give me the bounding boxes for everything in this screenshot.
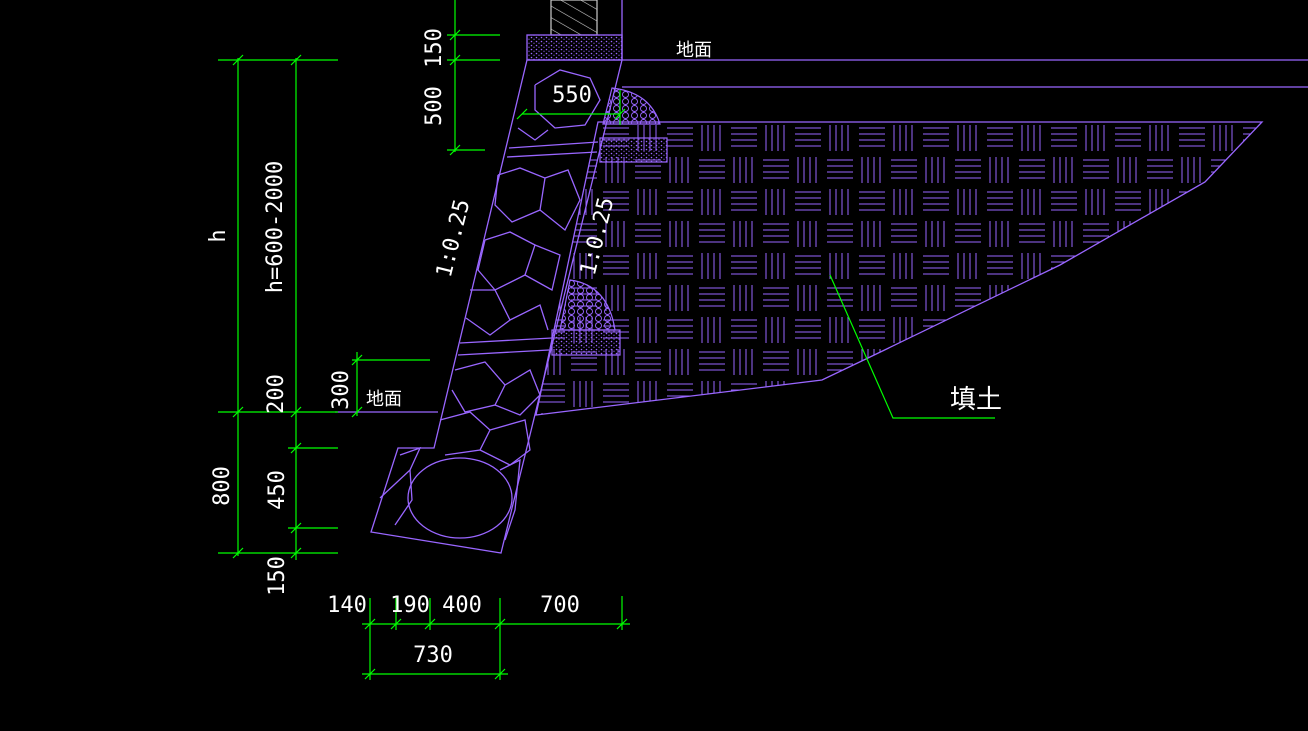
dim-top-width-550: 550: [552, 83, 592, 108]
fill-soil-label: 填土: [950, 385, 1002, 415]
fill-soil: [535, 121, 1264, 416]
dim-200: 200: [264, 374, 289, 414]
dim-700: 700: [540, 593, 580, 618]
slope-label-wall: 1:0.25: [432, 197, 475, 280]
dim-300: 300: [329, 370, 354, 410]
dim-150-bottom: 150: [265, 556, 290, 596]
dim-190: 190: [390, 593, 430, 618]
top-pillar: [550, 0, 598, 36]
dimension-lines: [218, 0, 995, 680]
drain-filter-bottom: [551, 279, 621, 356]
ground-label-bottom: 地面: [366, 389, 402, 410]
dim-450: 450: [265, 470, 290, 510]
dim-800: 800: [210, 466, 235, 506]
coping-stone: [526, 34, 623, 61]
dim-h-range: h=600-2000: [263, 161, 288, 293]
dimension-labels: 150 500 550 h h=600-2000 200 300 800 450…: [206, 28, 592, 668]
dim-h: h: [206, 229, 231, 242]
dim-400: 400: [442, 593, 482, 618]
dim-cap-150: 150: [422, 28, 447, 68]
dim-top-500: 500: [422, 86, 447, 126]
ground-label-top: 地面: [676, 40, 712, 61]
dim-140: 140: [327, 593, 367, 618]
drain-filter-top: [599, 87, 668, 163]
retaining-wall-body: [370, 59, 623, 554]
dim-730: 730: [413, 643, 453, 668]
